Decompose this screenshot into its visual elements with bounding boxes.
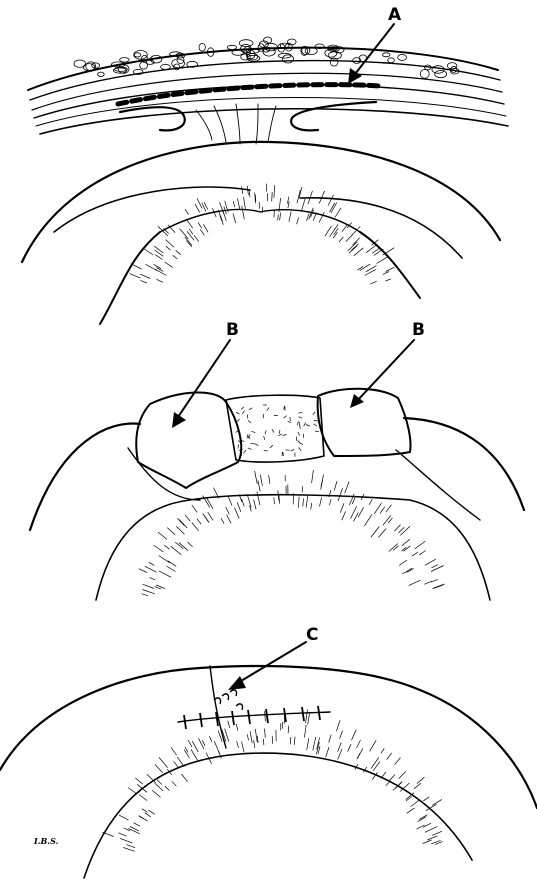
hatch-stroke: [290, 737, 291, 744]
label-a: A: [388, 5, 402, 25]
hatch-stroke: [302, 486, 303, 492]
label-b-left: B: [226, 320, 239, 340]
hatch-stroke: [272, 192, 273, 201]
hatch-stroke: [255, 195, 256, 202]
hatch-stroke: [274, 211, 275, 218]
label-b-right: B: [412, 320, 425, 340]
label-c: C: [306, 625, 318, 645]
artist-signature: I.B.S.: [33, 836, 59, 846]
texture-stroke: [284, 406, 285, 410]
